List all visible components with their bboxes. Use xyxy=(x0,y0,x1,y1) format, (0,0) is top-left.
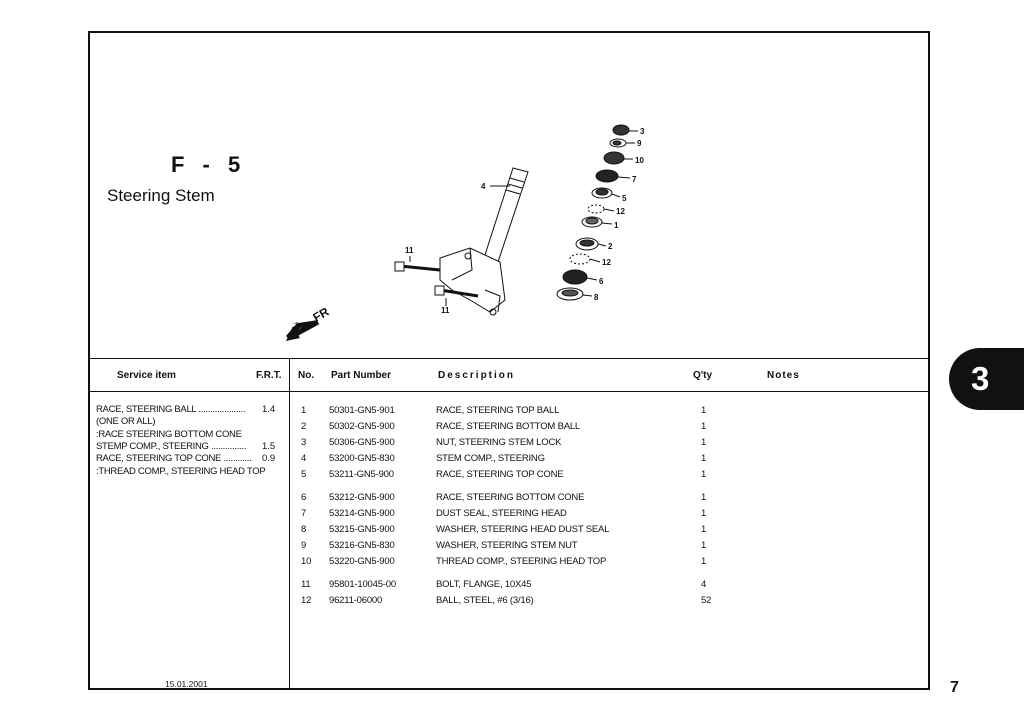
part-number: 96211-06000 xyxy=(329,595,383,606)
part-qty: 1 xyxy=(701,508,707,519)
part-no: 9 xyxy=(301,540,307,551)
chapter-tab: 3 xyxy=(949,348,1024,410)
part-qty: 1 xyxy=(701,556,707,567)
service-item-text: RACE, STEERING TOP CONE ............ xyxy=(96,453,252,464)
part-number: 53220-GN5-900 xyxy=(329,556,395,567)
service-item-frt: 1.5 xyxy=(262,441,276,452)
footer-date: 15.01.2001 xyxy=(165,679,208,689)
part-description: RACE, STEERING BOTTOM CONE xyxy=(436,492,585,503)
part-number: 50301-GN5-901 xyxy=(329,405,395,416)
callout-label: 6 xyxy=(599,277,604,286)
part-description: NUT, STEERING STEM LOCK xyxy=(436,437,562,448)
part-number: 53216-GN5-830 xyxy=(329,540,395,551)
callout-label: 11 xyxy=(441,306,450,315)
part-description: WASHER, STEERING HEAD DUST SEAL xyxy=(436,524,610,535)
part-qty: 52 xyxy=(701,595,712,606)
part-number: 53211-GN5-900 xyxy=(329,469,394,480)
chapter-tab-number: 3 xyxy=(971,360,990,397)
service-item-frt: 1.4 xyxy=(262,404,276,415)
part-qty: 1 xyxy=(701,469,707,480)
service-item-text: :RACE STEERING BOTTOM CONE xyxy=(96,429,242,440)
part-no: 11 xyxy=(301,579,311,590)
service-item-text: STEMP COMP., STEERING ............... xyxy=(96,441,247,452)
service-item-text: RACE, STEERING BALL .................... xyxy=(96,404,246,415)
part-number: 50302-GN5-900 xyxy=(329,421,395,432)
part-qty: 1 xyxy=(701,453,707,464)
part-number: 95801-10045-00 xyxy=(329,579,396,590)
part-no: 10 xyxy=(301,556,312,567)
part-qty: 1 xyxy=(701,421,707,432)
part-no: 5 xyxy=(301,469,307,480)
service-item-text: (ONE OR ALL) xyxy=(96,416,156,427)
callout-label: 11 xyxy=(405,246,414,255)
callout-label: 4 xyxy=(481,182,486,191)
fr-arrow-icon xyxy=(286,319,320,341)
part-no: 2 xyxy=(301,421,307,432)
parts-diagram: 3 9 10 7 5 12 1 2 12 6 8 4 11 11 FR xyxy=(286,124,645,341)
part-description: STEM COMP., STEERING xyxy=(436,453,545,464)
header-part-number: Part Number xyxy=(331,370,392,381)
part-description: THREAD COMP., STEERING HEAD TOP xyxy=(436,556,607,567)
callout-label: 1 xyxy=(614,221,619,230)
section-code: F - 5 xyxy=(171,152,247,177)
part-no: 6 xyxy=(301,492,307,503)
page-number: 7 xyxy=(950,679,959,696)
part-no: 12 xyxy=(301,595,312,606)
part-no: 8 xyxy=(301,524,307,535)
part-no: 3 xyxy=(301,437,307,448)
part-qty: 1 xyxy=(701,492,707,503)
part-description: RACE, STEERING BOTTOM BALL xyxy=(436,421,581,432)
header-no: No. xyxy=(298,370,315,381)
part-number: 53214-GN5-900 xyxy=(329,508,395,519)
callout-label: 12 xyxy=(602,258,611,267)
part-description: DUST SEAL, STEERING HEAD xyxy=(436,508,567,519)
callout-label: 2 xyxy=(608,242,613,251)
part-number: 53215-GN5-900 xyxy=(329,524,395,535)
column-divider xyxy=(289,359,290,690)
table-top-rule xyxy=(88,358,930,359)
part-number: 50306-GN5-900 xyxy=(329,437,395,448)
part-description: WASHER, STEERING STEM NUT xyxy=(436,540,578,551)
service-item-text: :THREAD COMP., STEERING HEAD TOP xyxy=(96,466,266,477)
page-frame xyxy=(88,31,930,690)
callout-label: 10 xyxy=(635,156,644,165)
callout-label: 7 xyxy=(632,175,637,184)
part-number: 53200-GN5-830 xyxy=(329,453,395,464)
callout-label: 9 xyxy=(637,139,642,148)
header-rule xyxy=(88,391,930,392)
callout-label: 3 xyxy=(640,127,645,136)
part-number: 53212-GN5-900 xyxy=(329,492,395,503)
header-service-item: Service item xyxy=(117,370,176,381)
callout-label: 5 xyxy=(622,194,627,203)
part-qty: 1 xyxy=(701,540,707,551)
part-qty: 1 xyxy=(701,405,707,416)
part-qty: 1 xyxy=(701,524,707,535)
section-title: Steering Stem xyxy=(107,186,215,205)
part-qty: 4 xyxy=(701,579,707,590)
part-qty: 1 xyxy=(701,437,707,448)
header-notes: Notes xyxy=(767,370,800,381)
part-description: BOLT, FLANGE, 10X45 xyxy=(436,579,532,590)
part-description: BALL, STEEL, #6 (3/16) xyxy=(436,595,534,606)
part-no: 4 xyxy=(301,453,307,464)
service-item-frt: 0.9 xyxy=(262,453,276,464)
header-frt: F.R.T. xyxy=(256,370,282,381)
header-description: Description xyxy=(438,370,516,381)
part-no: 1 xyxy=(301,405,307,416)
callout-label: 12 xyxy=(616,207,625,216)
callout-label: 8 xyxy=(594,293,599,302)
part-no: 7 xyxy=(301,508,307,519)
part-description: RACE, STEERING TOP CONE xyxy=(436,469,564,480)
part-description: RACE, STEERING TOP BALL xyxy=(436,405,560,416)
header-qty: Q'ty xyxy=(693,370,713,381)
